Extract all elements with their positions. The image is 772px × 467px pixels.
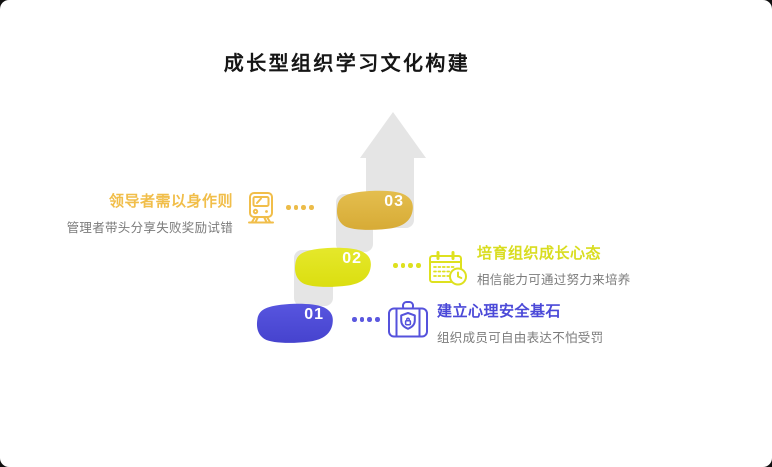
step-number-01: 01	[304, 306, 324, 323]
chip-blob-shape	[336, 190, 413, 230]
step-01-title: 建立心理安全基石	[437, 303, 562, 320]
step-number-02: 02	[342, 250, 362, 267]
calendar-clock-icon	[427, 248, 469, 295]
step-03-label-block: 领导者需以身作则 管理者带头分享失败奖励试错	[20, 194, 233, 236]
step-02-subtitle: 相信能力可通过努力来培养	[477, 273, 631, 287]
connector-dots-03	[286, 205, 314, 210]
step-02-label-block: 培育组织成长心态 相信能力可通过努力来培养	[477, 246, 697, 288]
briefcase-shield-icon	[386, 300, 430, 345]
step-chip-02: 02	[293, 246, 373, 288]
step-02-title: 培育组织成长心态	[477, 245, 602, 262]
growth-arrow-head	[360, 112, 426, 158]
chip-blob-shape	[256, 303, 333, 343]
step-01-subtitle: 组织成员可自由表达不怕受罚	[437, 331, 604, 345]
step-chip-03: 03	[335, 189, 415, 231]
train-icon	[244, 190, 278, 233]
step-number-03: 03	[384, 193, 404, 210]
step-01-label-block: 建立心理安全基石 组织成员可自由表达不怕受罚	[437, 304, 657, 346]
step-03-title: 领导者需以身作则	[108, 193, 233, 210]
page-title: 成长型组织学习文化构建	[223, 53, 471, 76]
step-chip-01: 01	[255, 302, 335, 344]
connector-dots-02	[393, 263, 421, 268]
chip-blob-shape	[294, 247, 371, 287]
connector-dots-01	[352, 317, 380, 322]
step-03-subtitle: 管理者带头分享失败奖励试错	[66, 221, 233, 235]
